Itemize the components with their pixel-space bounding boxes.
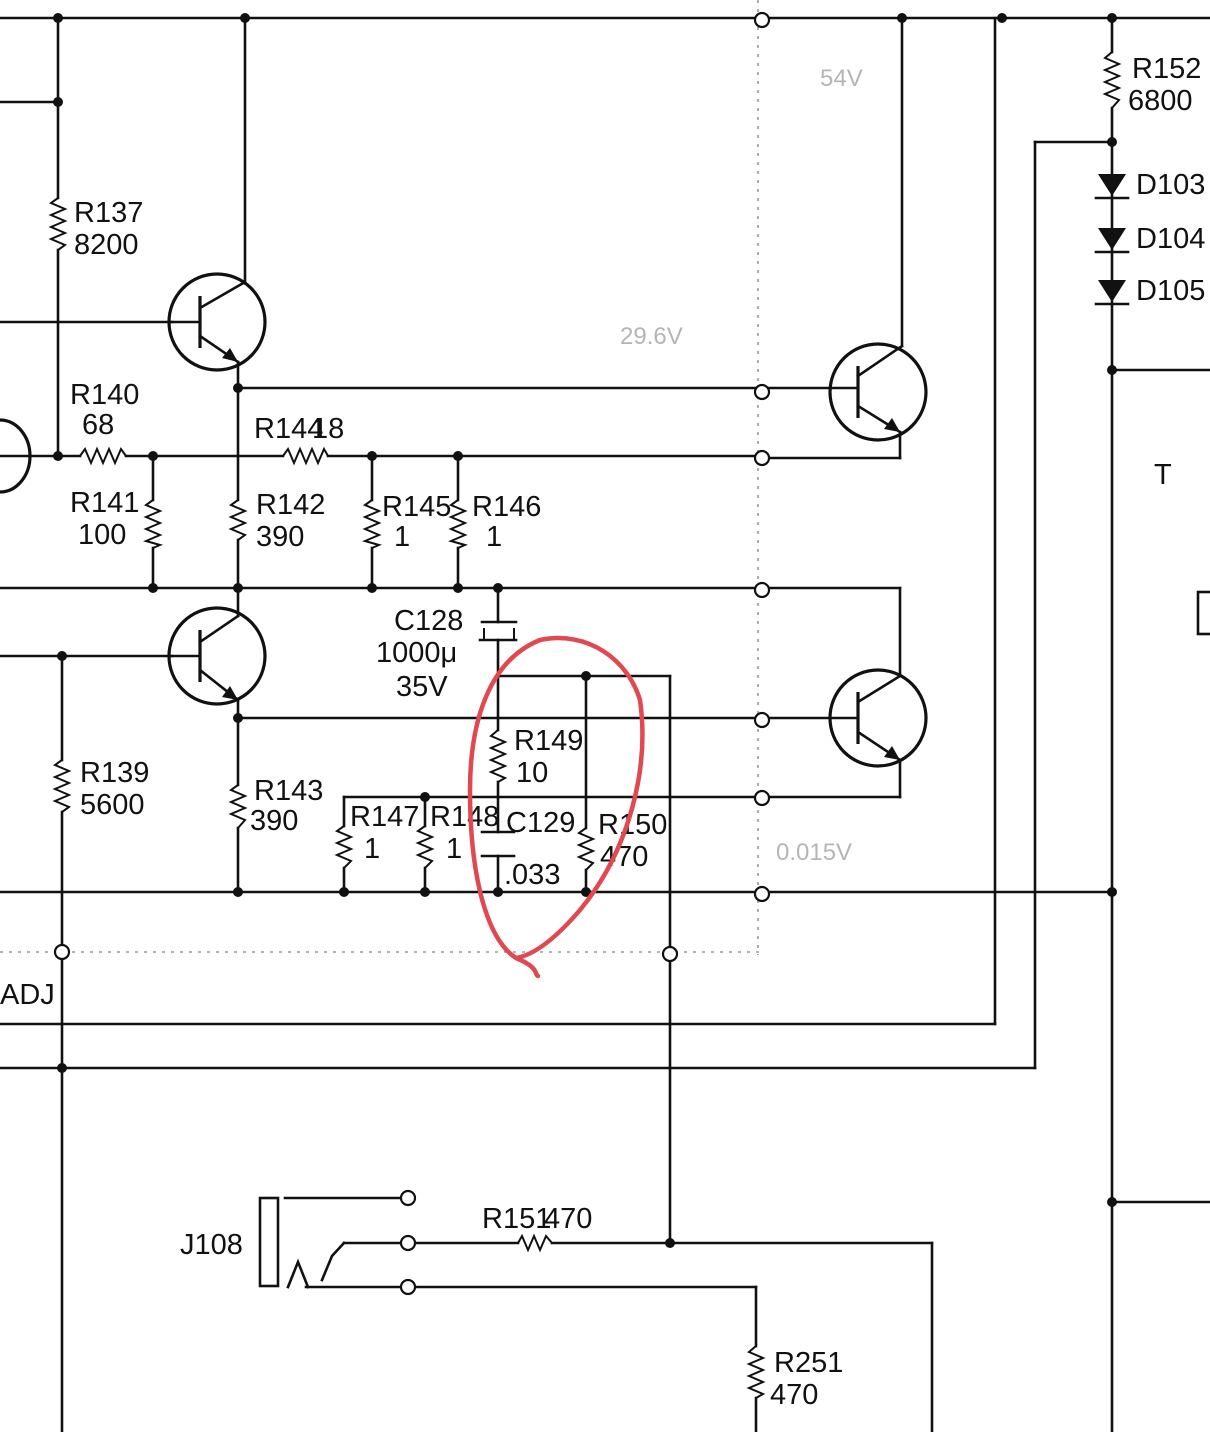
resistor-r139 xyxy=(52,759,72,813)
junction-dots xyxy=(53,13,1117,1248)
label-r143-value: 390 xyxy=(250,805,298,837)
label-c129-ref: C129 xyxy=(506,807,575,839)
capacitors xyxy=(478,620,518,858)
label-r146-ref: R146 xyxy=(472,491,541,523)
label-d103: D103 xyxy=(1136,169,1205,201)
resistor-r148 xyxy=(415,825,435,869)
label-r141-value: 100 xyxy=(78,519,126,551)
label-r141-ref: R141 xyxy=(70,487,139,519)
terminal-circles xyxy=(53,11,771,1296)
resistor-r149 xyxy=(488,729,508,783)
voltage-29-6v: 29.6V xyxy=(620,323,683,350)
label-c129-value: .033 xyxy=(504,859,560,891)
label-j108: J108 xyxy=(180,1229,243,1261)
resistor-r147 xyxy=(334,825,354,869)
label-r137-ref: R137 xyxy=(74,197,143,229)
label-r137-value: 8200 xyxy=(74,229,139,261)
capacitor-c128 xyxy=(478,620,518,642)
diode-d104 xyxy=(1094,228,1130,254)
label-r149-ref: R149 xyxy=(514,725,583,757)
diode-d105 xyxy=(1094,280,1130,306)
label-d105: D105 xyxy=(1136,275,1205,307)
label-r151-ref: R151 xyxy=(482,1203,551,1235)
transistor-q-upper-output xyxy=(828,342,928,442)
resistor-r146 xyxy=(448,499,468,549)
label-r152-ref: R152 xyxy=(1132,53,1201,85)
resistor-r251 xyxy=(746,1345,766,1399)
label-r251-ref: R251 xyxy=(774,1347,843,1379)
label-r147-value: 1 xyxy=(364,833,380,865)
label-r149-value: 10 xyxy=(516,757,548,789)
label-r145-ref: R145 xyxy=(382,491,451,523)
label-r139-value: 5600 xyxy=(80,789,145,821)
transistor-q-upper-driver xyxy=(167,272,267,372)
label-r251-value: 470 xyxy=(770,1379,818,1411)
voltage-annotations: 54V 29.6V 0.015V xyxy=(620,65,863,866)
resistor-r152 xyxy=(1102,51,1122,109)
label-r139-ref: R139 xyxy=(80,757,149,789)
label-t: T xyxy=(1154,459,1172,491)
label-d104: D104 xyxy=(1136,223,1205,255)
label-r146-value: 1 xyxy=(486,521,502,553)
resistors xyxy=(48,51,1122,1399)
component-labels: R137 8200 R140 68 R141 100 R144 18 R142 … xyxy=(0,53,1205,1411)
voltage-54v: 54V xyxy=(820,65,863,92)
label-r151-value: 470 xyxy=(544,1203,592,1235)
transistor-q-lower-output xyxy=(828,668,928,768)
capacitor-c129 xyxy=(480,830,516,858)
resistor-r141 xyxy=(143,499,163,549)
resistor-r137 xyxy=(48,197,68,251)
partial-component-box xyxy=(1196,590,1210,636)
transistor-q-lower-driver xyxy=(167,606,267,706)
red-highlight-circle xyxy=(467,635,645,979)
label-r148-value: 1 xyxy=(446,833,462,865)
transistors xyxy=(0,272,928,768)
voltage-0-015v: 0.015V xyxy=(776,839,852,866)
label-r144-value: 18 xyxy=(312,413,344,445)
wiring xyxy=(0,16,1210,1432)
resistor-r143 xyxy=(228,784,248,829)
label-r144-ref: R144 xyxy=(254,413,323,445)
label-r143-ref: R143 xyxy=(254,775,323,807)
resistor-r145 xyxy=(362,499,382,549)
transistor-partial-left xyxy=(0,418,32,494)
diodes xyxy=(1094,174,1130,306)
label-r142-value: 390 xyxy=(256,521,304,553)
resistor-r151 xyxy=(517,1233,553,1253)
label-r147-ref: R147 xyxy=(350,801,419,833)
label-r140-value: 68 xyxy=(82,409,114,441)
resistor-r144 xyxy=(282,446,329,466)
label-c128-ref: C128 xyxy=(394,605,463,637)
diode-d103 xyxy=(1094,174,1130,200)
resistor-r140 xyxy=(79,446,127,466)
label-adj: ADJ xyxy=(0,979,55,1011)
dashed-boundary xyxy=(0,0,760,955)
label-c128-value: 1000μ xyxy=(376,637,457,669)
resistor-r142 xyxy=(228,499,248,541)
label-r145-value: 1 xyxy=(394,521,410,553)
label-c128-voltage: 35V xyxy=(396,671,448,703)
jack-j108 xyxy=(258,1196,346,1289)
label-r148-ref: R148 xyxy=(430,801,499,833)
label-r140-ref: R140 xyxy=(70,379,139,411)
label-r142-ref: R142 xyxy=(256,489,325,521)
resistor-r150 xyxy=(576,827,596,871)
label-r152-value: 6800 xyxy=(1128,85,1193,117)
